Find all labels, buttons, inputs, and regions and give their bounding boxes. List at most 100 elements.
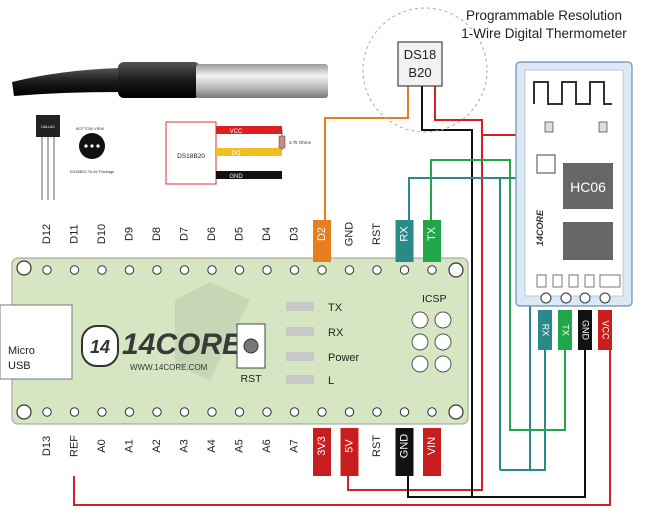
svg-text:VCC: VCC — [230, 129, 243, 135]
title-line2: 1-Wire Digital Thermometer — [461, 26, 627, 41]
bottom-pin-hole — [234, 407, 245, 417]
icsp-header — [411, 311, 452, 373]
led-label-power: Power — [328, 352, 360, 364]
top-pin-label: RST — [371, 223, 383, 245]
bottom-pin-hole — [289, 407, 300, 417]
top-pin-label: D10 — [96, 224, 108, 244]
antenna-trace — [533, 81, 612, 105]
wire-teal-rx-3 — [500, 346, 546, 471]
bottom-pin-hole — [179, 407, 190, 417]
svg-text:14CORE: 14CORE — [122, 328, 243, 361]
bottom-pin-label: A2 — [151, 439, 163, 452]
top-pin-label: D2 — [316, 227, 328, 241]
svg-text:DS18B20: DS18B20 — [177, 153, 205, 160]
bottom-pin-label: RST — [371, 435, 383, 457]
module-pin-header — [536, 274, 621, 304]
module-logo: 14CORE — [535, 209, 545, 246]
hc06-label: HC06 — [570, 179, 606, 195]
probe-image — [12, 62, 328, 98]
bottom-pin-label: 3V3 — [316, 436, 328, 456]
to92-package-drawing: DALLAS BOTTOM VIEW DS18B20 To-92 Package — [36, 115, 115, 200]
reset-button-knob[interactable] — [243, 338, 259, 354]
wire-red-5v — [347, 85, 483, 491]
top-pin-hole — [179, 265, 190, 275]
svg-text:WWW.14CORE.COM: WWW.14CORE.COM — [130, 363, 208, 372]
top-pin-label: D8 — [151, 227, 163, 241]
bottom-pin-wire-block — [395, 428, 414, 476]
led-label-l: L — [328, 375, 334, 387]
svg-text:4.7k Ohms: 4.7k Ohms — [289, 140, 312, 145]
module-pin-label: GND — [581, 320, 591, 341]
usb-label-2: USB — [8, 360, 31, 372]
top-pin-hole — [372, 265, 382, 275]
icsp-label: ICSP — [422, 293, 447, 305]
bottom-pin-hole — [207, 407, 217, 417]
top-pin-hole — [344, 265, 355, 275]
bottom-pin-hole — [97, 407, 107, 417]
bottom-pin-label: A3 — [178, 439, 190, 452]
top-pin-wire-block — [313, 220, 331, 262]
top-pin-label: RX — [398, 226, 410, 242]
module-pin-wire-block — [598, 310, 612, 350]
top-pin-hole — [399, 265, 410, 275]
bottom-pin-label: VIN — [426, 437, 438, 455]
top-pin-hole — [124, 265, 135, 275]
top-pin-label: D12 — [41, 224, 53, 244]
wire-orange-d2 — [324, 85, 409, 220]
top-pin-hole — [262, 265, 272, 275]
led-label-tx: TX — [328, 302, 343, 314]
module-pin-wire-block — [578, 310, 592, 350]
svg-text:BOTTOM VIEW: BOTTOM VIEW — [76, 126, 105, 131]
reset-label: RST — [241, 373, 263, 385]
bottom-pin-hole — [69, 407, 80, 417]
mount-hole — [16, 404, 32, 420]
bottom-pin-hole — [124, 407, 135, 417]
bottom-pin-hole — [262, 407, 272, 417]
top-pin-label: D11 — [68, 224, 80, 243]
bottom-pin-wire-block — [313, 428, 331, 476]
bottom-pin-hole — [42, 407, 52, 417]
svg-text:DALLAS: DALLAS — [41, 125, 55, 129]
top-pin-wire-block — [423, 220, 441, 262]
chip-label-line1: DS18 — [404, 47, 437, 62]
bottom-pin-hole — [372, 407, 382, 417]
module-pin-label: RX — [541, 324, 551, 337]
bottom-pin-label: A1 — [123, 439, 135, 452]
chip-label-line2: B20 — [408, 65, 431, 80]
bottom-pin-label: A4 — [206, 439, 218, 452]
bottom-pin-hole — [152, 407, 162, 417]
bottom-pin-label: A5 — [233, 439, 245, 452]
sensor-highlight-circle — [362, 7, 488, 133]
bottom-pin-label: A0 — [96, 439, 108, 452]
bottom-pin-hole — [399, 407, 410, 417]
top-pin-hole — [152, 265, 162, 275]
top-pin-hole — [207, 265, 217, 275]
wire-red-vcc — [73, 346, 611, 506]
top-pin-hole — [427, 265, 437, 275]
svg-text:14: 14 — [90, 337, 110, 357]
mount-hole — [448, 404, 464, 420]
bottom-pin-label: D13 — [41, 436, 53, 456]
bottom-pin-wire-block — [423, 428, 441, 476]
hc06-chip-2 — [563, 222, 613, 260]
top-pin-label: D3 — [288, 227, 300, 241]
top-pin-hole — [69, 265, 80, 275]
14core-logo: 14 14CORE WWW.14CORE.COM — [81, 282, 250, 380]
module-pin-wire-block — [558, 310, 572, 350]
top-pin-wire-block — [395, 220, 414, 262]
top-pin-label: GND — [343, 222, 355, 247]
mount-hole — [448, 262, 464, 278]
wire-black-sensor — [421, 85, 473, 497]
mount-hole — [16, 260, 32, 276]
top-pin-label: D6 — [206, 227, 218, 241]
top-pin-hole — [289, 265, 300, 275]
hc06-chip — [563, 163, 613, 209]
top-pin-hole — [97, 265, 107, 275]
module-pin-label: VCC — [601, 320, 611, 340]
top-pin-hole — [42, 265, 52, 275]
bottom-pin-hole — [427, 407, 437, 417]
top-pin-label: D7 — [178, 227, 190, 241]
